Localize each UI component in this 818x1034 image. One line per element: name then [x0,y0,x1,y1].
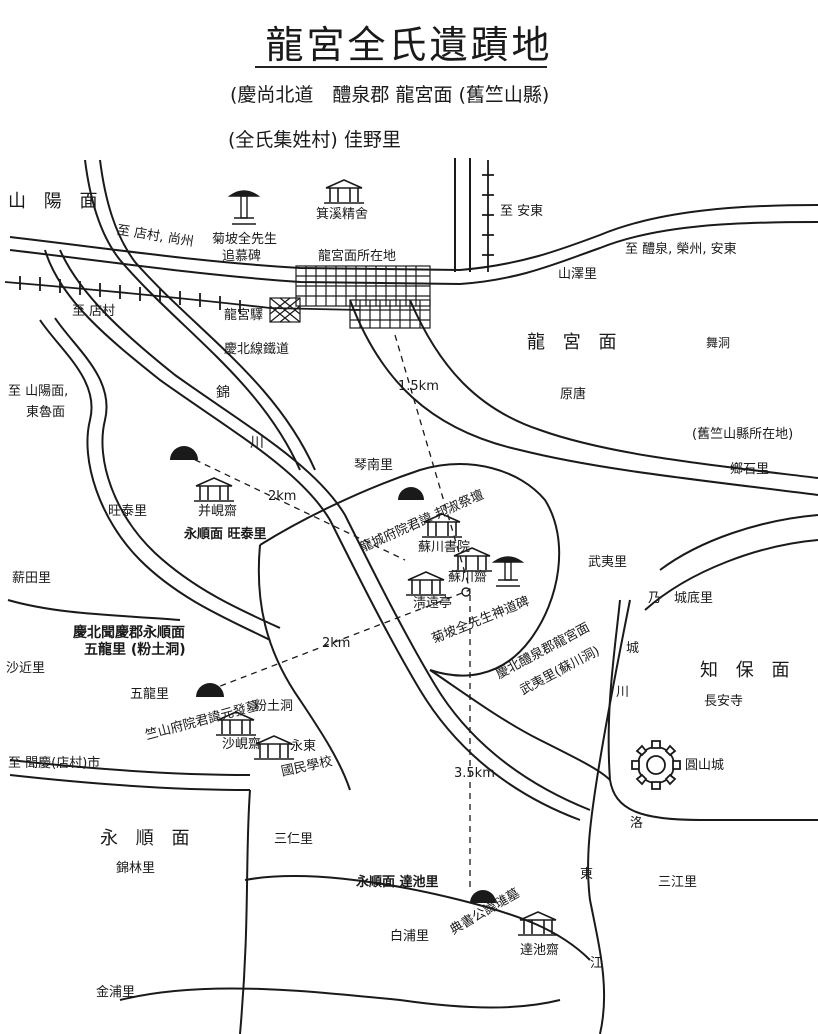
tomb-icon [398,487,424,500]
distance-3-5km: 3.5km [454,766,495,781]
label-sucheon-seowon: 蘇川書院 [418,540,471,555]
label-dongno: 東魯面 [26,405,66,420]
fortress-icon [631,740,681,790]
label-geumnam: 琴南里 [354,458,394,473]
label-mungyeong-header: 慶北聞慶郡永順面 [73,625,185,641]
label-gukpa-memorial-2: 追慕碑 [222,249,262,264]
tomb-icon [170,446,198,460]
label-sucheon-jae: 蘇川齋 [448,570,488,585]
label-yongdong-school: 永東 [290,739,317,754]
tomb-icon [470,890,496,903]
label-oryong-2: 五龍里 [130,687,170,702]
label-samin: 三仁里 [274,832,314,847]
direction-sanyang: 至 山陽面, [8,384,69,399]
map-subtitle: (慶尚北道 醴泉郡 龍宮面 (舊竺山縣) [230,84,550,106]
label-wangtae: 旺泰里 [108,504,148,519]
label-sinjeon: 薪田里 [12,571,52,586]
label-railway: 慶北線鐵道 [224,342,290,357]
label-mu-dong: 舞洞 [706,336,731,350]
label-bunto-dong: 粉土洞 [254,699,294,714]
region-jibo: 知 保 面 [700,660,796,681]
river-nakdong-3: 江 [590,956,604,971]
label-baekpo: 白浦里 [390,929,430,944]
label-byeongyeon-jae: 并峴齋 [198,504,238,519]
label-yongsun-dalji: 永順面 達池里 [356,875,439,890]
label-cheongwon-jeong: 淸遠亭 [413,596,453,611]
label-jangan-sa: 長安寺 [704,694,744,709]
river-nakdong-2: 東 [580,867,594,882]
label-office: 龍宮面所在地 [318,249,397,264]
label-sahyeon-jae: 沙峴齋 [222,737,262,752]
direction-yecheon: 至 醴泉, 榮州, 安東 [625,242,737,257]
label-dalji-jae: 達池齋 [520,943,560,958]
river-geum-2: 川 [250,435,264,451]
label-samgang: 三江里 [658,875,698,890]
region-yongsun: 永 順 面 [100,828,196,849]
direction-mungyeong: 至 聞慶(店村)市 [8,756,101,771]
label-oryong: 五龍里 (粉土洞) [84,642,186,658]
label-sagun: 沙近里 [6,661,46,676]
label-juksan-seat: (舊竺山縣所在地) [692,427,794,442]
river-naeseong-3: 川 [616,685,630,700]
label-gisil-jeongsa: 箕溪精舍 [316,207,369,222]
label-wondang: 原唐 [560,387,587,402]
map-subtitle-2: (全氏集姓村) 佳野里 [228,129,401,151]
direction-andong: 至 安東 [500,204,544,219]
label-wonsan-seong: 圓山城 [685,758,725,773]
distance-1-5km: 1.5km [398,379,439,394]
map-title: 龍宮全氏遺蹟地 [265,23,553,67]
label-santaek: 山澤里 [558,267,598,282]
region-yonggung: 龍 宮 面 [527,332,623,353]
river-naeseong-2: 城 [626,641,640,656]
label-gukpa-memorial: 菊坡全先生 [212,232,278,247]
distance-2km-b: 2km [322,636,351,651]
distance-2km-a: 2km [268,489,297,504]
label-yongsun-wangtae: 永順面 旺泰里 [184,527,267,542]
label-station: 龍宮驛 [224,308,264,323]
direction-jeomchon: 至 店村 [72,304,116,319]
region-sanyang: 山 陽 面 [8,191,104,212]
label-geumnim: 錦林里 [116,861,156,876]
label-muyi: 武夷里 [588,555,628,570]
river-geum-1: 錦 [216,385,230,401]
label-hyangseok: 鄉石里 [730,462,770,477]
river-nakdong-1: 洛 [630,816,644,831]
label-geumpo: 金浦里 [96,985,136,1000]
title-underline [255,66,547,68]
tomb-icon [196,683,224,697]
river-naeseong-1: 乃 [648,591,662,606]
label-ocheon: 城底里 [674,591,714,606]
